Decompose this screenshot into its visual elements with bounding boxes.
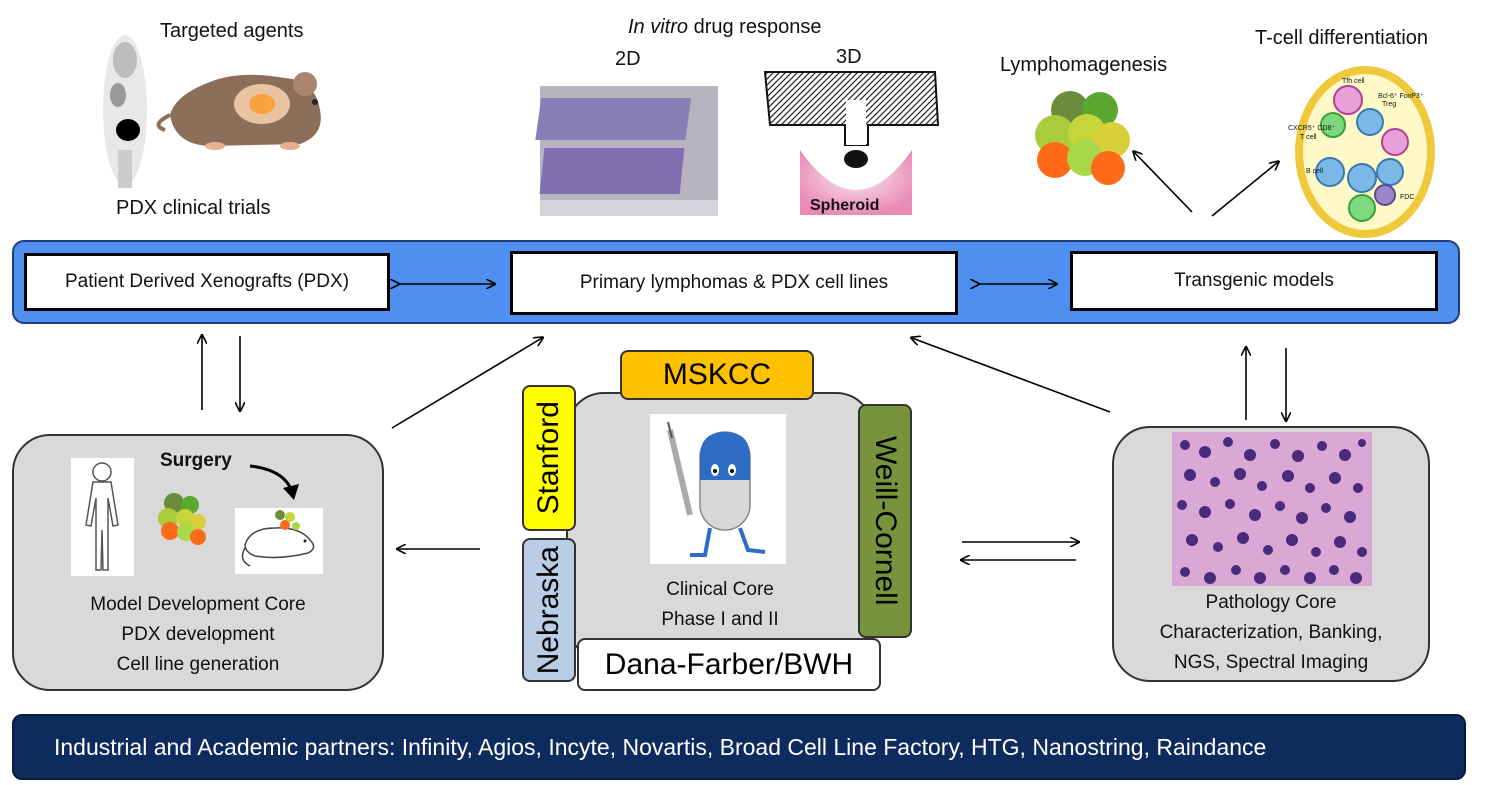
well-plates-photo — [535, 86, 718, 216]
tcell-differentiation-label: T-cell differentiation — [1255, 27, 1429, 49]
treg-label: Treg — [1382, 101, 1397, 108]
model-core-line3: Cell line generation — [116, 654, 280, 675]
spheroid-illustration — [763, 71, 940, 216]
pathology-core-text: Pathology Core Characterization, Banking… — [1112, 588, 1430, 678]
pathology-core-title: Pathology Core — [1205, 592, 1337, 613]
nebraska-tag[interactable]: Nebraska — [522, 538, 576, 682]
dana-farber-tag[interactable]: Dana-Farber/BWH — [577, 638, 881, 691]
arrow-to-lymphomagenesis — [1134, 152, 1193, 213]
partners-bar: Industrial and Academic partners: Infini… — [12, 714, 1466, 780]
pdx-clinical-trials-label: PDX clinical trials — [116, 197, 271, 219]
pdx-box[interactable]: Patient Derived Xenografts (PDX) — [24, 253, 390, 311]
mouse-sketch-image — [235, 508, 323, 574]
tfh-label: Tfh cell — [1342, 78, 1365, 85]
primary-lymphomas-box[interactable]: Primary lymphomas & PDX cell lines — [510, 251, 958, 315]
arrow-pathology-to-primary — [912, 338, 1111, 413]
arrow-model-to-primary — [391, 338, 542, 429]
drug-response-text: drug response — [688, 16, 822, 38]
lymphomagenesis-label: Lymphomagenesis — [1000, 54, 1168, 76]
cxcr5-label: CXCR5⁺ CD8⁺ — [1288, 125, 1336, 132]
bcell-label: B cell — [1306, 168, 1324, 175]
label-3d: 3D — [836, 46, 862, 68]
model-core-text: Model Development Core PDX development C… — [12, 590, 384, 680]
surgery-arrow — [249, 464, 299, 500]
stanford-tag[interactable]: Stanford — [522, 385, 576, 531]
clinical-core-text: Clinical Core Phase I and II — [566, 575, 874, 635]
transgenic-models-box[interactable]: Transgenic models — [1070, 251, 1438, 311]
arrow-to-tcell — [1211, 162, 1278, 217]
model-core-line2: PDX development — [121, 624, 275, 645]
spheroid-label: Spheroid — [810, 197, 880, 214]
mskcc-tag[interactable]: MSKCC — [620, 350, 814, 400]
bcl6-label: Bcl-6⁺ FoxP3⁺ — [1378, 93, 1424, 100]
weill-cornell-tag[interactable]: Weill-Cornell — [858, 404, 912, 638]
pet-scan-image — [103, 35, 147, 188]
label-2d: 2D — [615, 48, 641, 70]
weill-cornell-label: Weill-Cornell — [869, 436, 902, 606]
pill-syringe-image — [650, 414, 786, 564]
clinical-core-line2: Phase I and II — [661, 609, 779, 630]
pathology-core-line3: NGS, Spectral Imaging — [1173, 652, 1369, 673]
surgery-label: Surgery — [160, 450, 232, 471]
pathology-core-line2: Characterization, Banking, — [1159, 622, 1383, 643]
in-vitro-italic: In vitro — [628, 16, 689, 38]
clinical-core-title: Clinical Core — [666, 579, 774, 600]
human-figure-image — [71, 458, 134, 576]
in-vitro-heading: In vitro drug response — [628, 16, 821, 39]
tcell-label: T cell — [1300, 134, 1317, 141]
model-core-title: Model Development Core — [90, 594, 306, 615]
tumor-cluster-image — [158, 493, 206, 545]
mouse-illustration — [156, 72, 321, 150]
targeted-agents-label: Targeted agents — [160, 20, 304, 42]
partners-text: Industrial and Academic partners: Infini… — [54, 733, 1267, 760]
histology-image — [1172, 432, 1372, 586]
lymphoma-cluster-image — [1035, 91, 1130, 185]
fdc-label: FDC — [1400, 194, 1415, 201]
follicle-diagram — [1295, 66, 1435, 238]
